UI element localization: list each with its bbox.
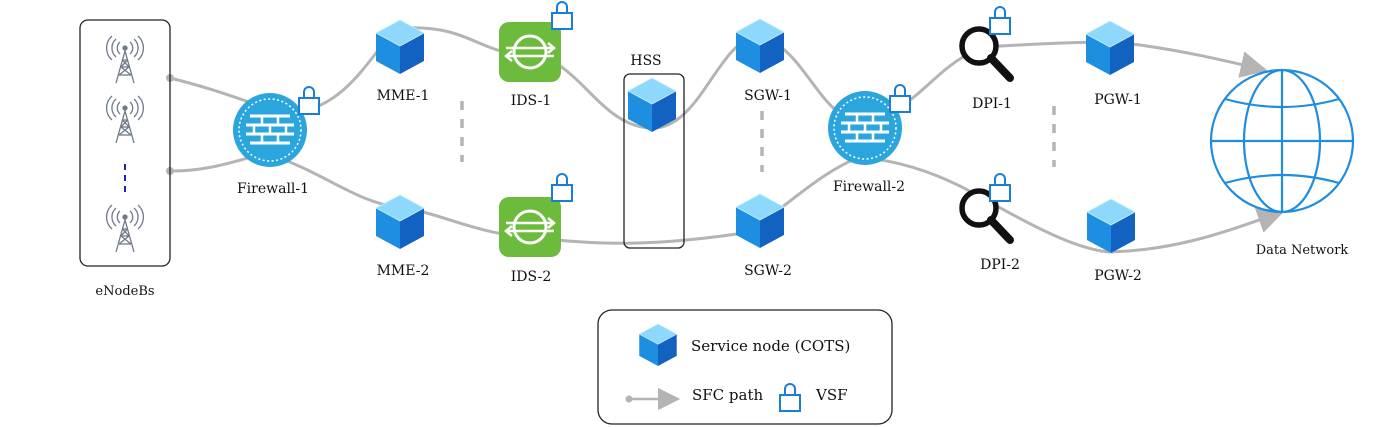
cell-tower-icon	[105, 204, 145, 253]
mme1-label: MME-1	[377, 88, 430, 104]
hss-label: HSS	[630, 53, 661, 69]
legend-box	[597, 309, 893, 425]
lock-icon	[989, 6, 1011, 35]
ids-icon	[497, 195, 563, 259]
firewall1-label: Firewall-1	[237, 181, 309, 197]
ids-icon	[497, 20, 563, 84]
enodebs-label: eNodeBs	[95, 284, 154, 299]
firewall-icon	[231, 91, 309, 169]
legend: Service node (COTS) SFC path VSF	[597, 309, 893, 425]
enodebs-box	[79, 19, 171, 267]
lock-icon	[298, 86, 320, 115]
cell-tower-icon	[105, 95, 145, 144]
legend-vsf-label: VSF	[815, 386, 848, 404]
sgw1-label: SGW-1	[744, 88, 792, 104]
dpi1-label: DPI-1	[972, 96, 1012, 112]
ids1-label: IDS-1	[511, 93, 552, 109]
legend-sfc-path-label: SFC path	[692, 386, 764, 404]
lock-icon	[989, 173, 1011, 202]
globe-icon	[1209, 68, 1355, 214]
cell-tower-icon	[105, 35, 145, 84]
data-network-label: Data Network	[1256, 243, 1349, 258]
dpi2-label: DPI-2	[980, 257, 1020, 273]
mme2-label: MME-2	[377, 263, 430, 279]
dashed-separators	[460, 101, 1056, 172]
legend-service-node-label: Service node (COTS)	[691, 337, 850, 355]
lock-icon	[551, 1, 573, 30]
magnifier-icon	[962, 29, 1010, 78]
sfc-path-top	[169, 26, 1268, 130]
pgw1-label: PGW-1	[1094, 92, 1142, 108]
cube-icon	[735, 18, 785, 74]
cube-icon	[1085, 20, 1135, 76]
ids2-label: IDS-2	[511, 269, 552, 285]
legend-sfc-path-icon	[625, 387, 681, 411]
sgw2-label: SGW-2	[744, 263, 792, 279]
lock-icon	[889, 84, 911, 113]
cube-icon	[735, 193, 785, 249]
pgw2-label: PGW-2	[1094, 268, 1142, 284]
lock-icon	[551, 173, 573, 202]
firewall2-label: Firewall-2	[833, 179, 905, 195]
hss-box	[623, 73, 685, 249]
cube-icon	[1086, 198, 1136, 254]
